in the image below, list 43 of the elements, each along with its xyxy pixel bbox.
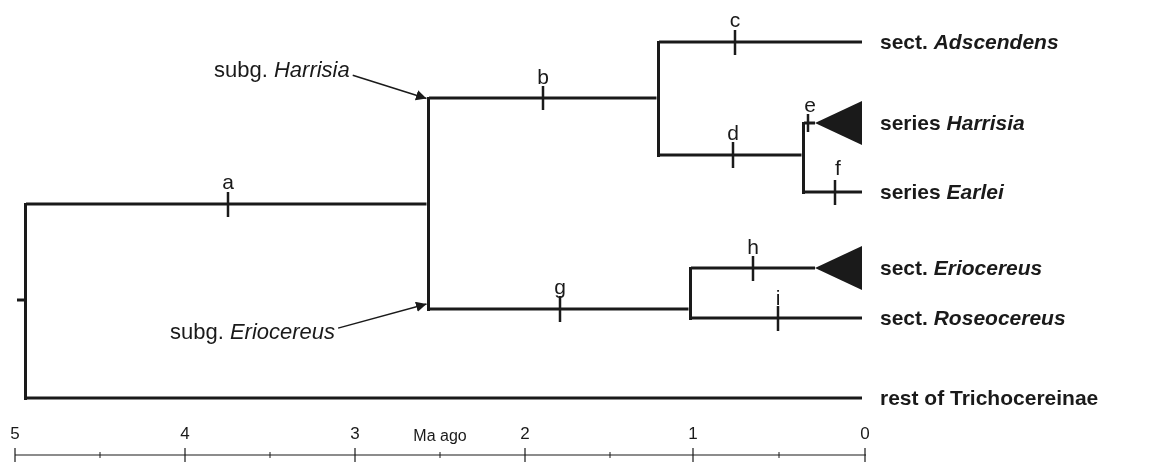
tick-letter: d bbox=[727, 122, 739, 143]
taxon-label: series Harrisia bbox=[880, 110, 1025, 136]
branch-line bbox=[24, 202, 427, 206]
branch-line bbox=[802, 190, 862, 194]
branch-line bbox=[689, 266, 815, 270]
clade-triangle bbox=[815, 246, 862, 290]
branch-node bbox=[688, 266, 692, 320]
leader-arrow bbox=[352, 74, 428, 101]
axis-tick-label: 1 bbox=[688, 425, 698, 442]
tick-letter: e bbox=[804, 94, 816, 115]
taxon-label: series Earlei bbox=[862, 179, 1004, 205]
branch-node bbox=[426, 96, 430, 311]
branch-line bbox=[657, 153, 802, 157]
axis-tick-label: 0 bbox=[860, 425, 870, 442]
branch-node bbox=[656, 40, 660, 157]
tick-letter: i bbox=[775, 287, 781, 308]
branch-line bbox=[427, 96, 657, 100]
taxon-label: rest of Trichocereinae bbox=[862, 385, 1099, 411]
subgenus-label: subg. Eriocereus bbox=[170, 319, 336, 345]
branch-line bbox=[24, 396, 862, 400]
taxon-label: sect. Roseocereus bbox=[862, 305, 1066, 331]
taxon-label: sect. Adscendens bbox=[862, 29, 1059, 55]
axis-title: Ma ago bbox=[413, 428, 467, 444]
tick-letter: g bbox=[554, 276, 566, 297]
tick-letter: b bbox=[537, 66, 549, 87]
branch-line bbox=[689, 316, 862, 320]
axis-tick-label: 2 bbox=[520, 425, 530, 442]
branch-node bbox=[801, 121, 805, 194]
tick-letter: a bbox=[222, 171, 234, 192]
tick-letter: c bbox=[729, 9, 741, 30]
tick-letter: f bbox=[835, 157, 841, 178]
leader-arrow bbox=[337, 301, 428, 329]
axis-tick-label: 3 bbox=[350, 425, 360, 442]
taxon-label: sect. Eriocereus bbox=[880, 255, 1043, 281]
axis-tick-label: 4 bbox=[180, 425, 190, 442]
clade-triangle bbox=[815, 101, 862, 145]
branch-line bbox=[657, 40, 862, 44]
axis-tick-label: 5 bbox=[10, 425, 20, 442]
branch-line bbox=[802, 121, 815, 125]
tick-letter: h bbox=[747, 236, 759, 257]
branch-line bbox=[427, 307, 689, 311]
branch-node bbox=[23, 202, 27, 400]
subgenus-label: subg. Harrisia bbox=[214, 57, 350, 83]
